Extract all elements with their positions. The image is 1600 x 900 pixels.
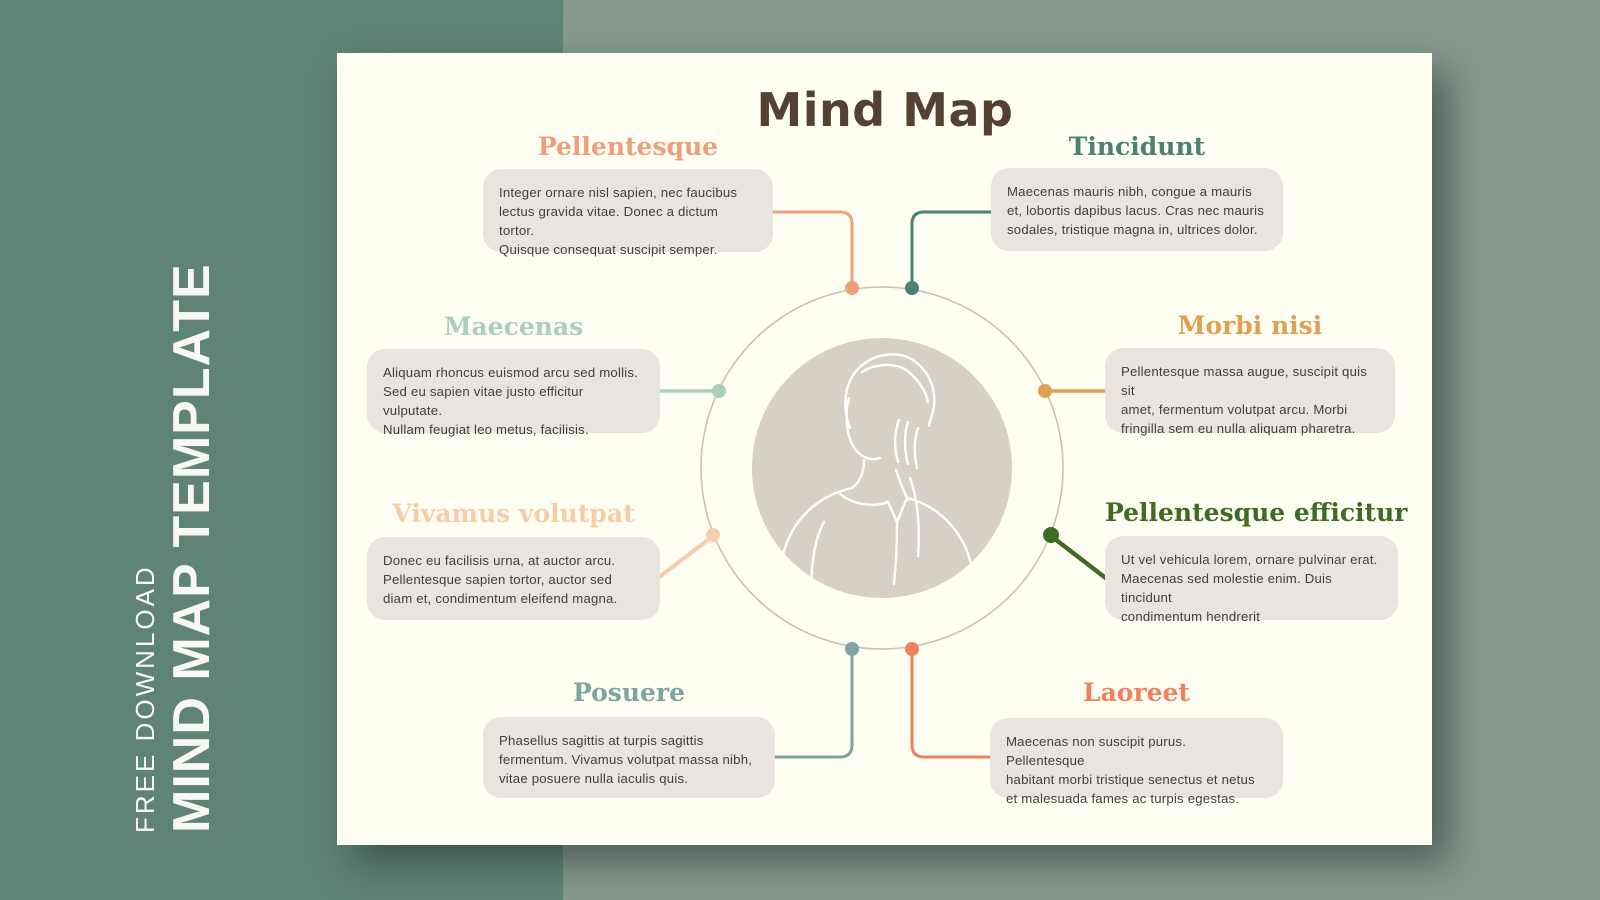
node-heading-vivamus-volutpat: Vivamus volutpat: [392, 499, 635, 528]
dot-morbi-nisi: [1038, 384, 1052, 398]
free-download-label: FREE DOWNLOAD: [130, 564, 160, 833]
connector-tincidunt: [910, 210, 993, 290]
dot-vivamus-volutpat: [706, 528, 720, 542]
node-heading-pellentesque: Pellentesque: [537, 132, 719, 161]
dot-posuere: [845, 642, 859, 656]
node-box-maecenas: Aliquam rhoncus euismod arcu sed mollis.…: [367, 349, 660, 437]
dot-maecenas: [712, 384, 726, 398]
center-ring: [700, 286, 1064, 650]
node-box-vivamus-volutpat: Donec eu facilisis urna, at auctor arcu.…: [367, 537, 660, 620]
node-box-tincidunt: Maecenas mauris nibh, congue a mauris et…: [991, 168, 1283, 251]
node-box-pellentesque: Integer ornare nisl sapien, nec faucibus…: [483, 169, 773, 257]
node-box-morbi-nisi: Pellentesque massa augue, suscipit quis …: [1105, 348, 1395, 436]
connector-laoreet: [910, 647, 992, 759]
node-heading-maecenas: Maecenas: [443, 312, 584, 341]
sidebar-vertical-text: FREE DOWNLOAD MIND MAP TEMPLATE: [128, 193, 222, 833]
dot-pellentesque: [845, 281, 859, 295]
node-heading-morbi-nisi: Morbi nisi: [1177, 311, 1323, 340]
dot-pellentesque-efficitur: [1043, 527, 1059, 543]
node-heading-posuere: Posuere: [572, 678, 686, 707]
connector-pellentesque-efficitur: [1048, 533, 1110, 582]
template-title-label: MIND MAP TEMPLATE: [163, 263, 221, 833]
node-heading-laoreet: Laoreet: [1083, 678, 1190, 707]
node-box-laoreet: Maecenas non suscipit purus. Pellentesqu…: [990, 718, 1283, 806]
dot-tincidunt: [905, 281, 919, 295]
dot-laoreet: [905, 642, 919, 656]
node-heading-pellentesque-efficitur: Pellentesque efficitur: [1105, 498, 1408, 527]
page-title: Mind Map: [756, 83, 1014, 137]
mind-map-card: Mind Map: [337, 53, 1432, 845]
node-heading-tincidunt: Tincidunt: [1068, 132, 1206, 161]
node-box-posuere: Phasellus sagittis at turpis sagittis fe…: [483, 717, 775, 798]
avatar-circle: [752, 338, 1012, 598]
connector-vivamus-volutpat: [656, 534, 715, 580]
mind-map-diagram: [656, 210, 1110, 759]
node-box-pellentesque-efficitur: Ut vel vehicula lorem, ornare pulvinar e…: [1105, 536, 1398, 624]
connector-posuere: [773, 647, 854, 759]
connector-pellentesque: [771, 210, 854, 290]
